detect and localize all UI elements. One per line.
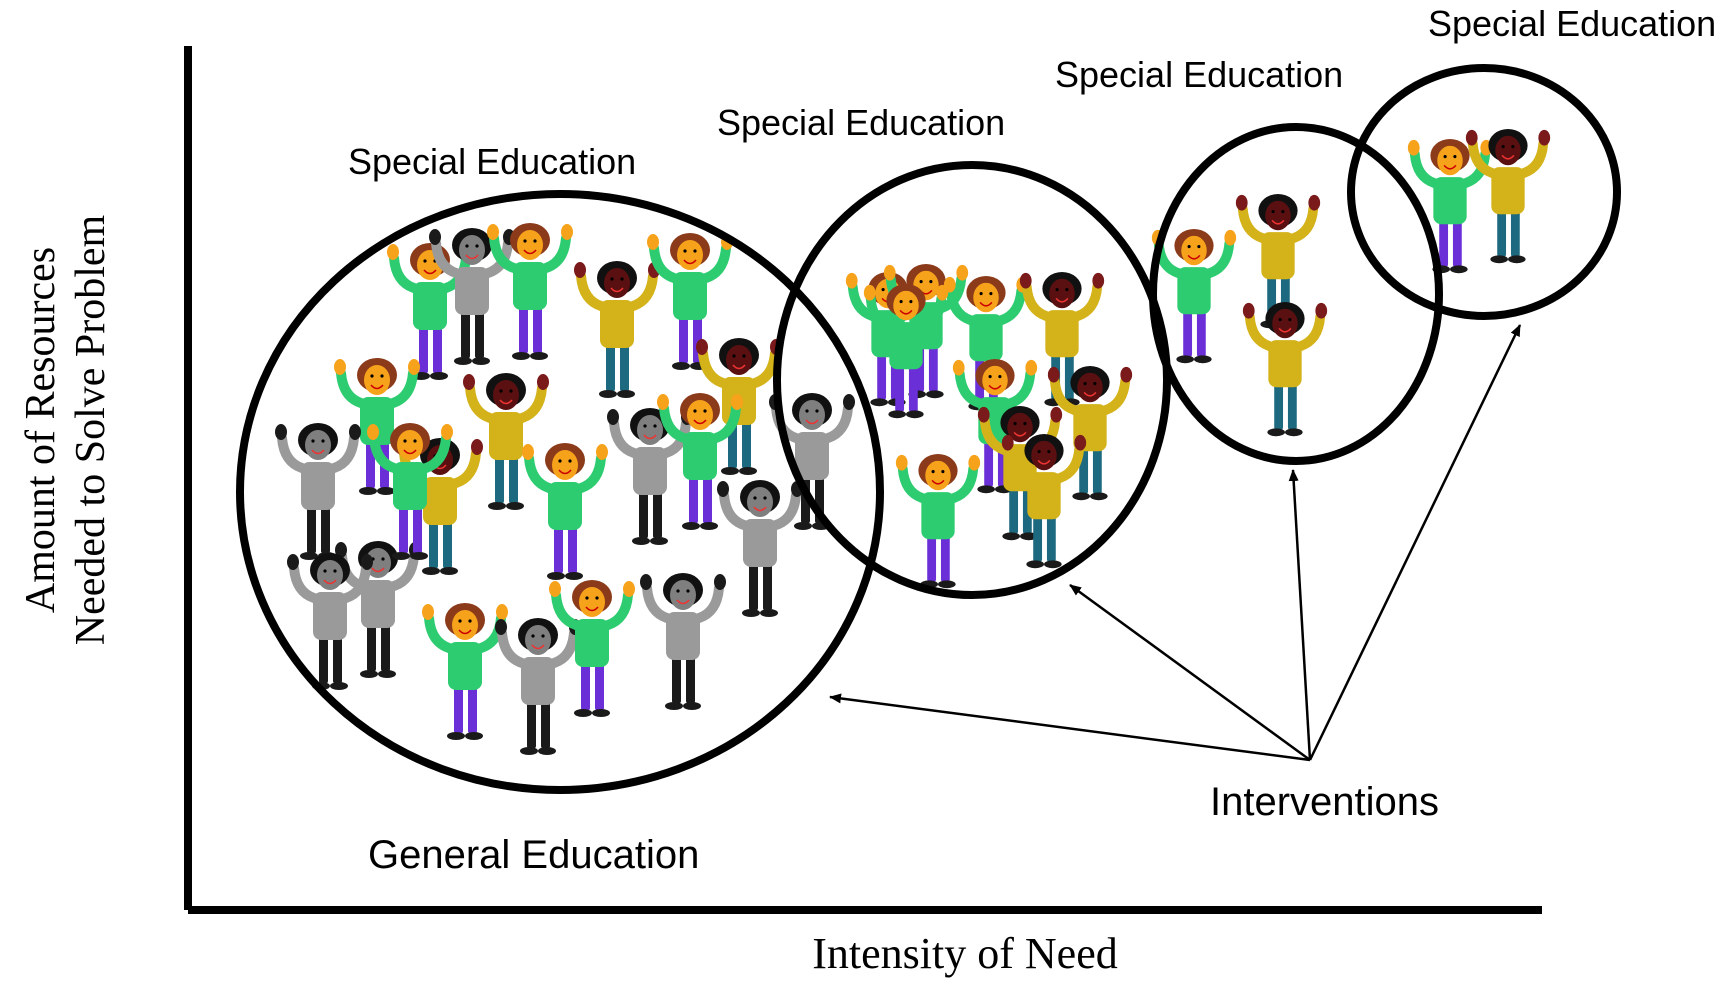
person-circle1-6 bbox=[334, 358, 420, 495]
person-circle4-1 bbox=[1407, 138, 1493, 274]
circle4-top-label: Special Education bbox=[1428, 3, 1716, 44]
person-circle1-10 bbox=[607, 408, 693, 545]
person-circle1-21 bbox=[287, 553, 373, 690]
person-circle3-2 bbox=[1235, 193, 1321, 329]
person-circle1-7 bbox=[275, 423, 361, 560]
person-circle1-8 bbox=[463, 373, 549, 510]
person-circle2-8 bbox=[895, 453, 981, 589]
general-education-label: General Education bbox=[368, 833, 699, 877]
person-circle1-14 bbox=[335, 541, 421, 678]
special-education-circle-2 bbox=[773, 161, 1171, 599]
intervention-arrow-4 bbox=[1308, 324, 1522, 761]
person-circle1-2 bbox=[429, 228, 515, 365]
person-circle1-16 bbox=[422, 603, 508, 740]
circle2-top-label: Special Education bbox=[717, 102, 1005, 143]
circle1-top-label: Special Education bbox=[348, 141, 636, 182]
y-axis-label-line2: Needed to Solve Problem bbox=[68, 214, 114, 645]
person-circle2-6 bbox=[1047, 365, 1133, 501]
person-circle1-17 bbox=[495, 618, 581, 755]
person-circle1-19 bbox=[640, 573, 726, 710]
person-circle1-18 bbox=[549, 580, 635, 717]
intervention-arrow-3 bbox=[1288, 469, 1312, 761]
person-circle4-2 bbox=[1465, 128, 1551, 264]
person-circle1-12 bbox=[522, 443, 608, 580]
people-layer bbox=[275, 128, 1551, 755]
person-circle1-20 bbox=[657, 393, 743, 530]
person-circle1-15 bbox=[717, 480, 803, 617]
y-axis-label-line1: Amount of Resources bbox=[18, 247, 64, 613]
person-circle1-5 bbox=[647, 233, 733, 370]
person-circle2-9 bbox=[1001, 433, 1087, 569]
intervention-arrow-2 bbox=[1069, 583, 1311, 762]
intervention-arrow-1 bbox=[829, 693, 1311, 762]
special-education-circle-3 bbox=[1149, 123, 1443, 465]
interventions-label: Interventions bbox=[1210, 780, 1439, 824]
x-axis-label: Intensity of Need bbox=[812, 929, 1117, 978]
person-circle3-3 bbox=[1242, 301, 1328, 437]
special-education-circle-4 bbox=[1347, 64, 1621, 320]
person-circle1-22 bbox=[367, 423, 453, 560]
circle3-top-label: Special Education bbox=[1055, 54, 1343, 95]
general-education-circle bbox=[236, 190, 884, 794]
person-circle1-4 bbox=[574, 261, 660, 398]
person-circle1-3 bbox=[487, 223, 573, 360]
person-circle2-10 bbox=[863, 283, 949, 419]
